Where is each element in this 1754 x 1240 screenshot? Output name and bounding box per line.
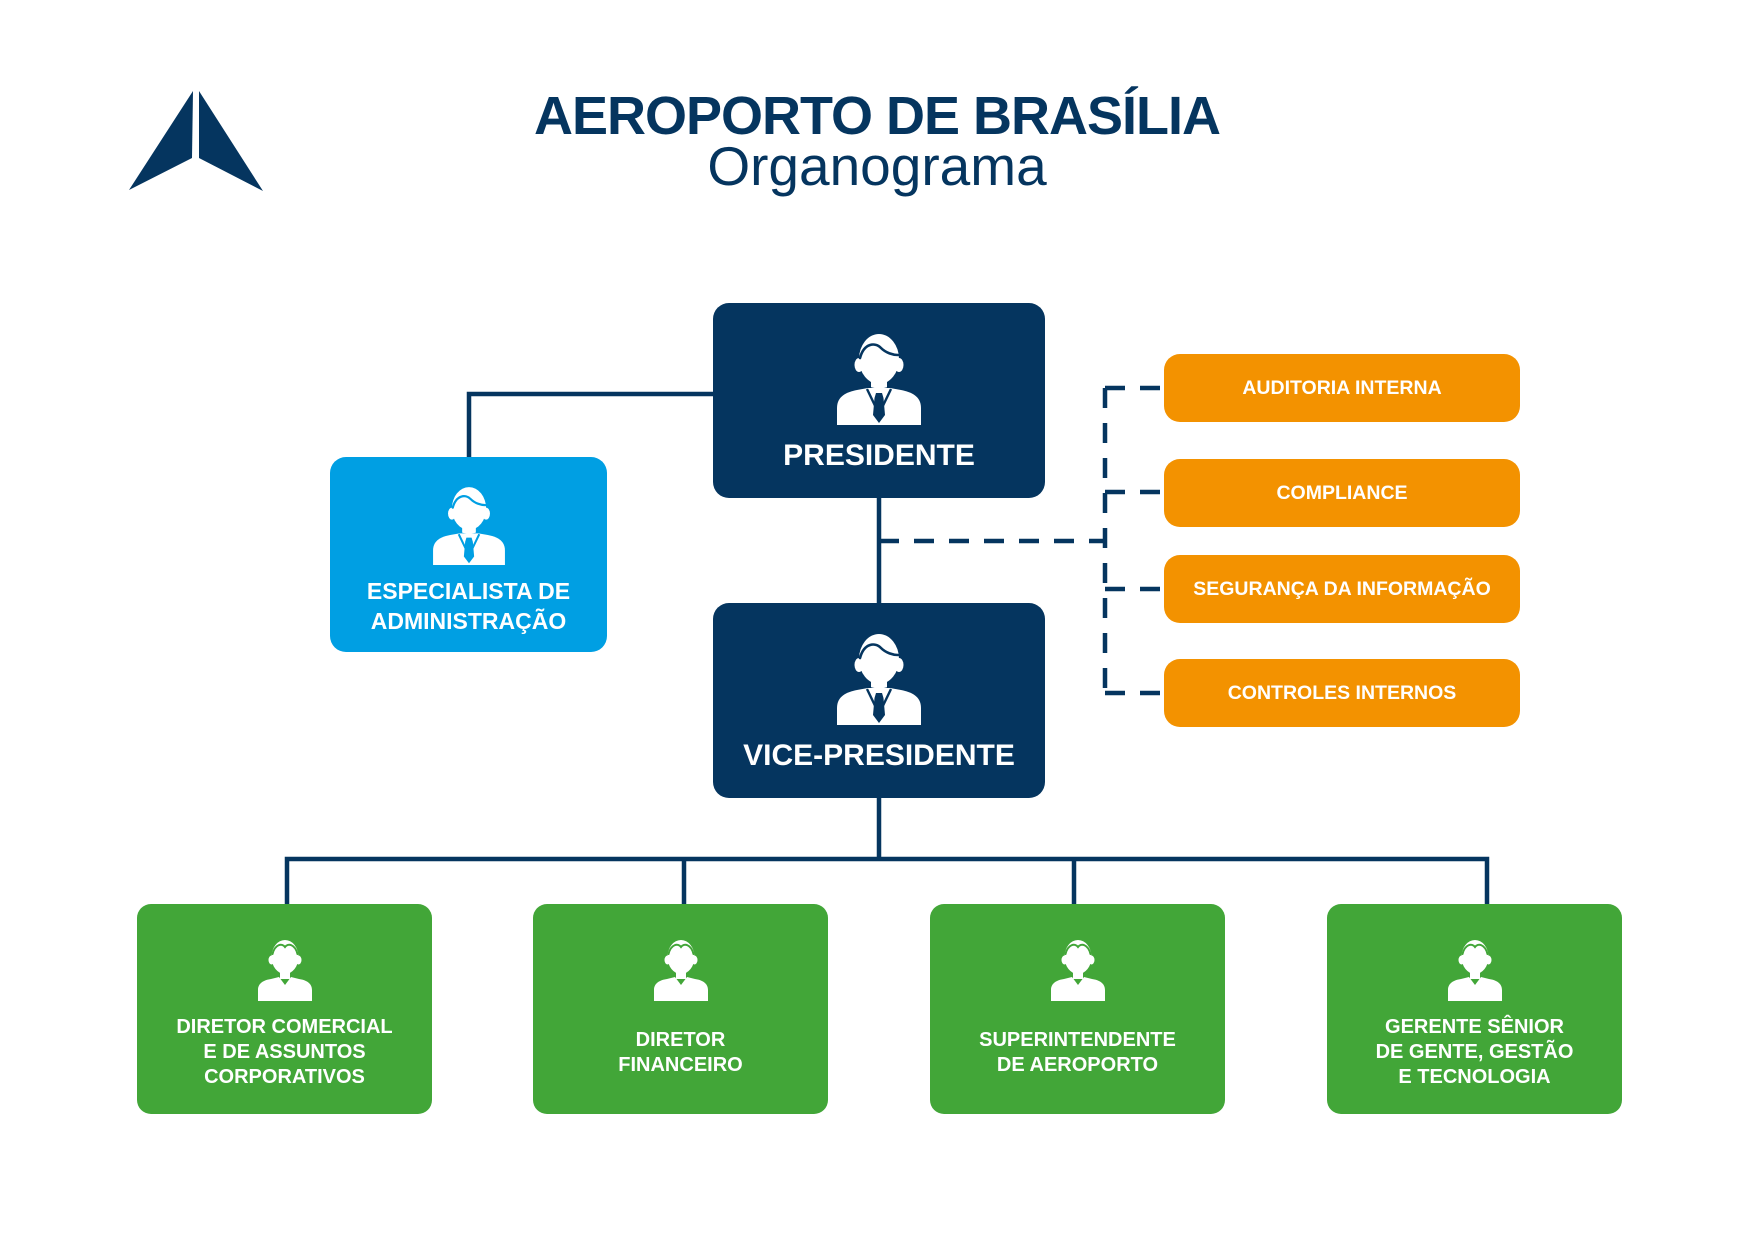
org-node-presidente: PRESIDENTE: [713, 303, 1045, 498]
node-label: DIRETOR FINANCEIRO: [618, 1001, 742, 1104]
node-label: PRESIDENTE: [783, 439, 975, 472]
node-label-line: ADMINISTRAÇÃO: [370, 608, 567, 634]
arrowhead-logo-icon: [129, 91, 263, 191]
person-icon: [257, 939, 312, 1001]
org-node-vice-presidente: VICE-PRESIDENTE: [713, 603, 1045, 798]
org-node-compliance: COMPLIANCE: [1164, 459, 1520, 527]
person-suit-icon: [432, 486, 505, 565]
node-label: AUDITORIA INTERNA: [1242, 377, 1442, 399]
node-label: ESPECIALISTA DE ADMINISTRAÇÃO: [367, 576, 570, 636]
node-label-line: ESPECIALISTA DE: [366, 578, 571, 604]
person-suit-icon: [837, 632, 921, 725]
node-label-line: E DE ASSUNTOS: [203, 1041, 366, 1063]
org-node-auditoria-interna: AUDITORIA INTERNA: [1164, 354, 1520, 422]
connector-directors-bus: [284, 856, 1490, 904]
logo-left-wing: [129, 91, 193, 190]
person-icon: [653, 939, 708, 1001]
page-subtitle: Organograma: [707, 135, 1047, 197]
node-label: COMPLIANCE: [1276, 482, 1408, 504]
person-icon: [1050, 939, 1105, 1001]
node-label-line: GERENTE SÊNIOR: [1385, 1016, 1564, 1038]
person-icon: [1447, 939, 1502, 1001]
node-label-line: CORPORATIVOS: [204, 1066, 365, 1088]
node-label-line: FINANCEIRO: [618, 1053, 743, 1076]
node-label: VICE-PRESIDENTE: [743, 739, 1015, 772]
node-label-line: DE GENTE, GESTÃO: [1375, 1041, 1574, 1063]
node-label: GERENTE SÊNIOR DE GENTE, GESTÃO E TECNOL…: [1376, 1001, 1574, 1104]
org-node-superintendente: SUPERINTENDENTE DE AEROPORTO: [930, 904, 1225, 1114]
org-node-especialista-administracao: ESPECIALISTA DE ADMINISTRAÇÃO: [330, 457, 607, 652]
node-label-line: DIRETOR: [635, 1028, 726, 1051]
org-node-controles-internos: CONTROLES INTERNOS: [1164, 659, 1520, 727]
org-node-gerente-senior: GERENTE SÊNIOR DE GENTE, GESTÃO E TECNOL…: [1327, 904, 1622, 1114]
page-title: AEROPORTO DE BRASÍLIA: [533, 86, 1221, 146]
org-node-seguranca-informacao: SEGURANÇA DA INFORMAÇÃO: [1164, 555, 1520, 623]
node-label: CONTROLES INTERNOS: [1227, 682, 1457, 704]
node-label-line: SUPERINTENDENTE: [979, 1028, 1176, 1051]
org-node-diretor-comercial: DIRETOR COMERCIAL E DE ASSUNTOS CORPORAT…: [137, 904, 432, 1114]
person-suit-icon: [837, 332, 921, 425]
node-label: SEGURANÇA DA INFORMAÇÃO: [1193, 578, 1491, 600]
connector-president-advisor: [466, 391, 713, 457]
node-label-line: DE AEROPORTO: [996, 1053, 1159, 1076]
node-label-line: E TECNOLOGIA: [1398, 1066, 1551, 1088]
logo-right-wing: [199, 91, 263, 191]
org-node-diretor-financeiro: DIRETOR FINANCEIRO: [533, 904, 828, 1114]
node-label: SUPERINTENDENTE DE AEROPORTO: [979, 1001, 1176, 1104]
node-label-line: DIRETOR COMERCIAL: [176, 1016, 393, 1038]
node-label: DIRETOR COMERCIAL E DE ASSUNTOS CORPORAT…: [176, 1001, 392, 1104]
